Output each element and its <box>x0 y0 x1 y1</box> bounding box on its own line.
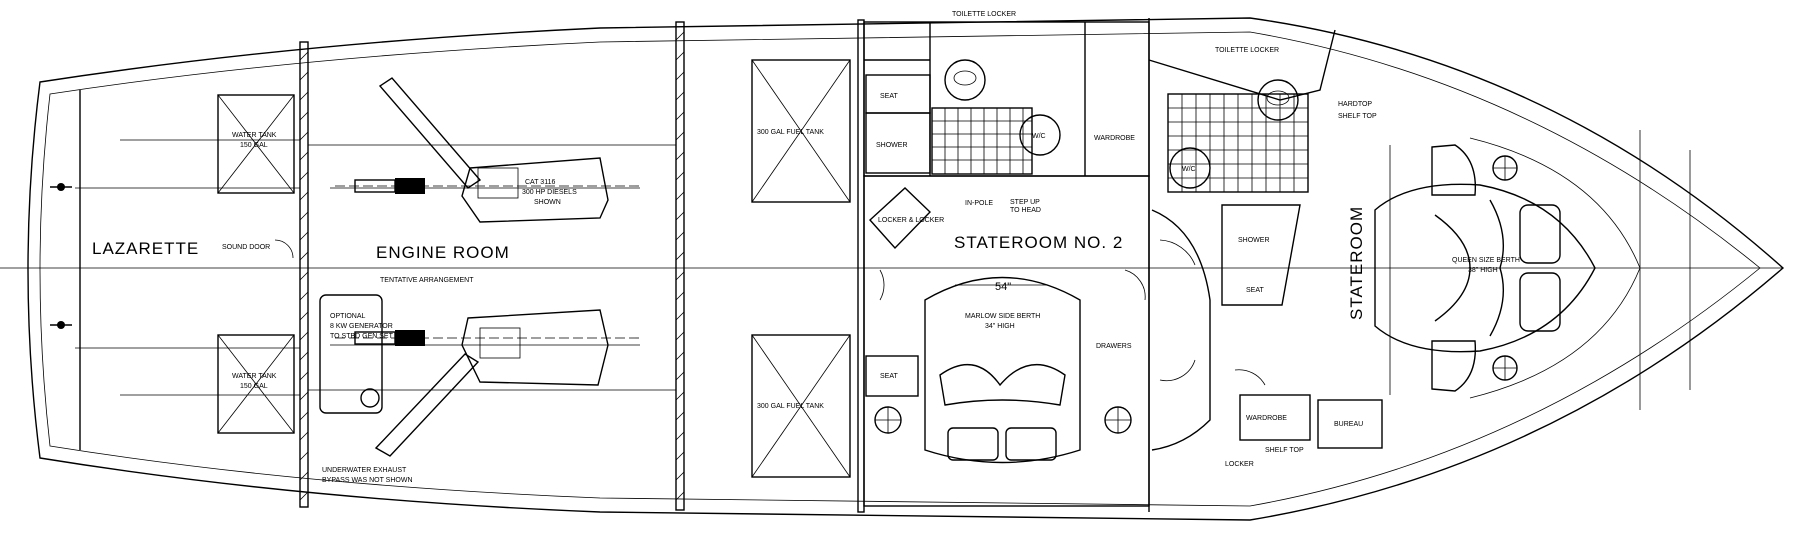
generator-label: TO STBD GEN SET <box>330 333 394 340</box>
hardtop-label: HARDTOP <box>1338 101 1372 108</box>
engine-label: SHOWN <box>534 199 561 206</box>
in-pole-label: IN-POLE <box>965 200 993 207</box>
fuel-tank-label: 300 GAL FUEL TANK <box>757 403 824 410</box>
water-tank-lower: WATER TANK 150 GAL <box>217 334 295 434</box>
engine-label: 300 HP DIESELS <box>522 189 577 196</box>
wardrobe-label: WARDROBE <box>1246 415 1287 422</box>
berth-label: MARLOW SIDE BERTH <box>965 313 1040 320</box>
engine-lower <box>335 309 640 457</box>
engine-upper: CAT 3116 300 HP DIESELS SHOWN <box>335 77 640 223</box>
step-up-label: STEP UP <box>1010 199 1040 206</box>
queen-berth-label: 38" HIGH <box>1468 267 1498 274</box>
tiled-floor <box>1167 93 1309 193</box>
step-up-label: TO HEAD <box>1010 207 1041 214</box>
forward-head: TOILETTE LOCKER W/C SHOWER SEAT <box>1148 18 1336 512</box>
wardrobe-label: WARDROBE <box>1094 135 1135 142</box>
porthole-icon <box>1492 155 1518 181</box>
water-tank-label: WATER TANK <box>232 373 277 380</box>
exhaust-note: BYPASS WAS NOT SHOWN <box>322 477 413 484</box>
stateroom-2-label: STATEROOM NO. 2 <box>954 233 1123 252</box>
locker-label: LOCKER & LOCKER <box>878 217 944 224</box>
marlow-berth: 54" MARLOW SIDE BERTH 34" HIGH <box>924 276 1081 464</box>
queen-berth: QUEEN SIZE BERTH 38" HIGH <box>1374 183 1596 353</box>
porthole-icon <box>874 406 902 434</box>
bulkhead-mid <box>675 21 685 511</box>
locker-label: LOCKER <box>1225 461 1254 468</box>
queen-berth-label: QUEEN SIZE BERTH <box>1452 257 1520 264</box>
seat-label: SEAT <box>880 373 898 380</box>
water-tank-capacity: 150 GAL <box>240 383 268 390</box>
stateroom-label: STATEROOM <box>1347 206 1366 320</box>
seat-label: SEAT <box>880 93 898 100</box>
porthole-icon <box>1104 406 1132 434</box>
stateroom-2: LOCKER & LOCKER STATEROOM NO. 2 54" MARL… <box>863 175 1150 507</box>
engine-room-label: ENGINE ROOM <box>376 243 510 262</box>
engine-label: CAT 3116 <box>525 179 555 186</box>
berth-dimension: 54" <box>995 281 1011 293</box>
lazarette-label: LAZARETTE <box>92 239 199 258</box>
drawers-label: DRAWERS <box>1096 343 1132 350</box>
shower-label: SHOWER <box>876 142 908 149</box>
water-tank-label: WATER TANK <box>232 132 277 139</box>
water-tank-capacity: 150 GAL <box>240 142 268 149</box>
bureau-label: BUREAU <box>1334 421 1363 428</box>
hull-outline <box>0 17 1785 521</box>
wc-label: W/C <box>1182 166 1196 173</box>
berth-label: 34" HIGH <box>985 323 1015 330</box>
seat-label: SEAT <box>1246 287 1264 294</box>
aft-head: TOILETTE LOCKER SEAT SHOWER W/C WARDROBE… <box>863 11 1150 214</box>
fuel-tank-upper: 300 GAL FUEL TANK <box>751 59 851 203</box>
sound-door-label: SOUND DOOR <box>222 244 270 251</box>
bulkhead-aft <box>299 41 309 508</box>
hardtop-label: SHELF TOP <box>1338 113 1377 120</box>
cleat-icon <box>50 321 72 329</box>
engine-room: ENGINE ROOM TENTATIVE ARRANGEMENT CAT 31… <box>308 77 676 484</box>
bulkhead-fwd <box>857 19 865 513</box>
shelf-top-label: SHELF TOP <box>1265 447 1304 454</box>
fuel-tank-label: 300 GAL FUEL TANK <box>757 129 824 136</box>
lazarette-area: LAZARETTE SOUND DOOR <box>50 90 300 450</box>
tiled-floor <box>931 107 1033 175</box>
master-stateroom: HARDTOP SHELF TOP STATEROOM QUEEN SIZE B… <box>1225 101 1596 468</box>
toilet-locker-label: TOILETTE LOCKER <box>1215 47 1279 54</box>
generator-label: OPTIONAL <box>330 313 366 320</box>
exhaust-note: UNDERWATER EXHAUST <box>322 467 407 474</box>
generator: OPTIONAL 8 KW GENERATOR TO STBD GEN SET <box>319 294 394 414</box>
toilet-locker-label: TOILETTE LOCKER <box>952 11 1016 18</box>
cleat-icon <box>50 183 72 191</box>
tentative-arrangement-label: TENTATIVE ARRANGEMENT <box>380 277 474 284</box>
fuel-tank-lower: 300 GAL FUEL TANK <box>751 334 851 478</box>
wc-label: W/C <box>1032 133 1046 140</box>
shower-label: SHOWER <box>1238 237 1270 244</box>
generator-label: 8 KW GENERATOR <box>330 323 393 330</box>
water-tank-upper: WATER TANK 150 GAL <box>217 94 295 194</box>
porthole-icon <box>1492 355 1518 381</box>
